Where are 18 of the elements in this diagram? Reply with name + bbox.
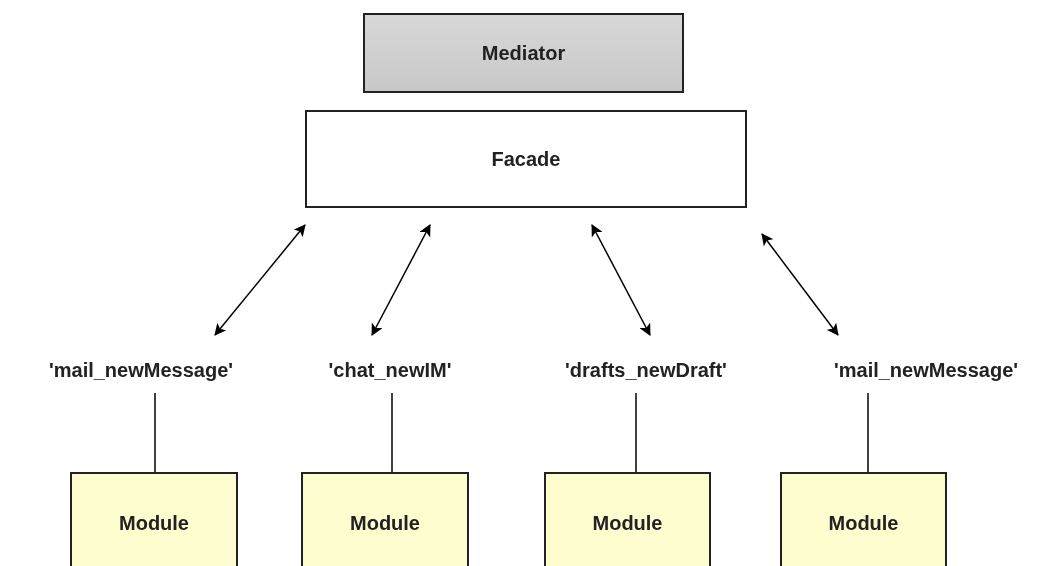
mediator-box: Mediator — [363, 13, 684, 93]
event-name: 'mail_newMessage' — [6, 355, 276, 385]
connector-line — [391, 392, 393, 473]
module-box: Module — [70, 472, 238, 566]
double-arrow — [761, 233, 839, 336]
module-box: Module — [780, 472, 947, 566]
event-name: 'chat_newIM' — [300, 355, 480, 385]
double-arrow — [591, 224, 651, 336]
module-box: Module — [544, 472, 711, 566]
facade-box: Facade — [305, 110, 747, 208]
double-arrow — [214, 224, 306, 336]
connector-line — [635, 392, 637, 473]
double-arrow — [371, 224, 431, 336]
connector-line — [154, 392, 156, 473]
event-name: 'drafts_newDraft' — [530, 355, 762, 385]
event-name: 'mail_newMessage' — [792, 355, 1060, 385]
module-box: Module — [301, 472, 469, 566]
connector-line — [867, 392, 869, 473]
